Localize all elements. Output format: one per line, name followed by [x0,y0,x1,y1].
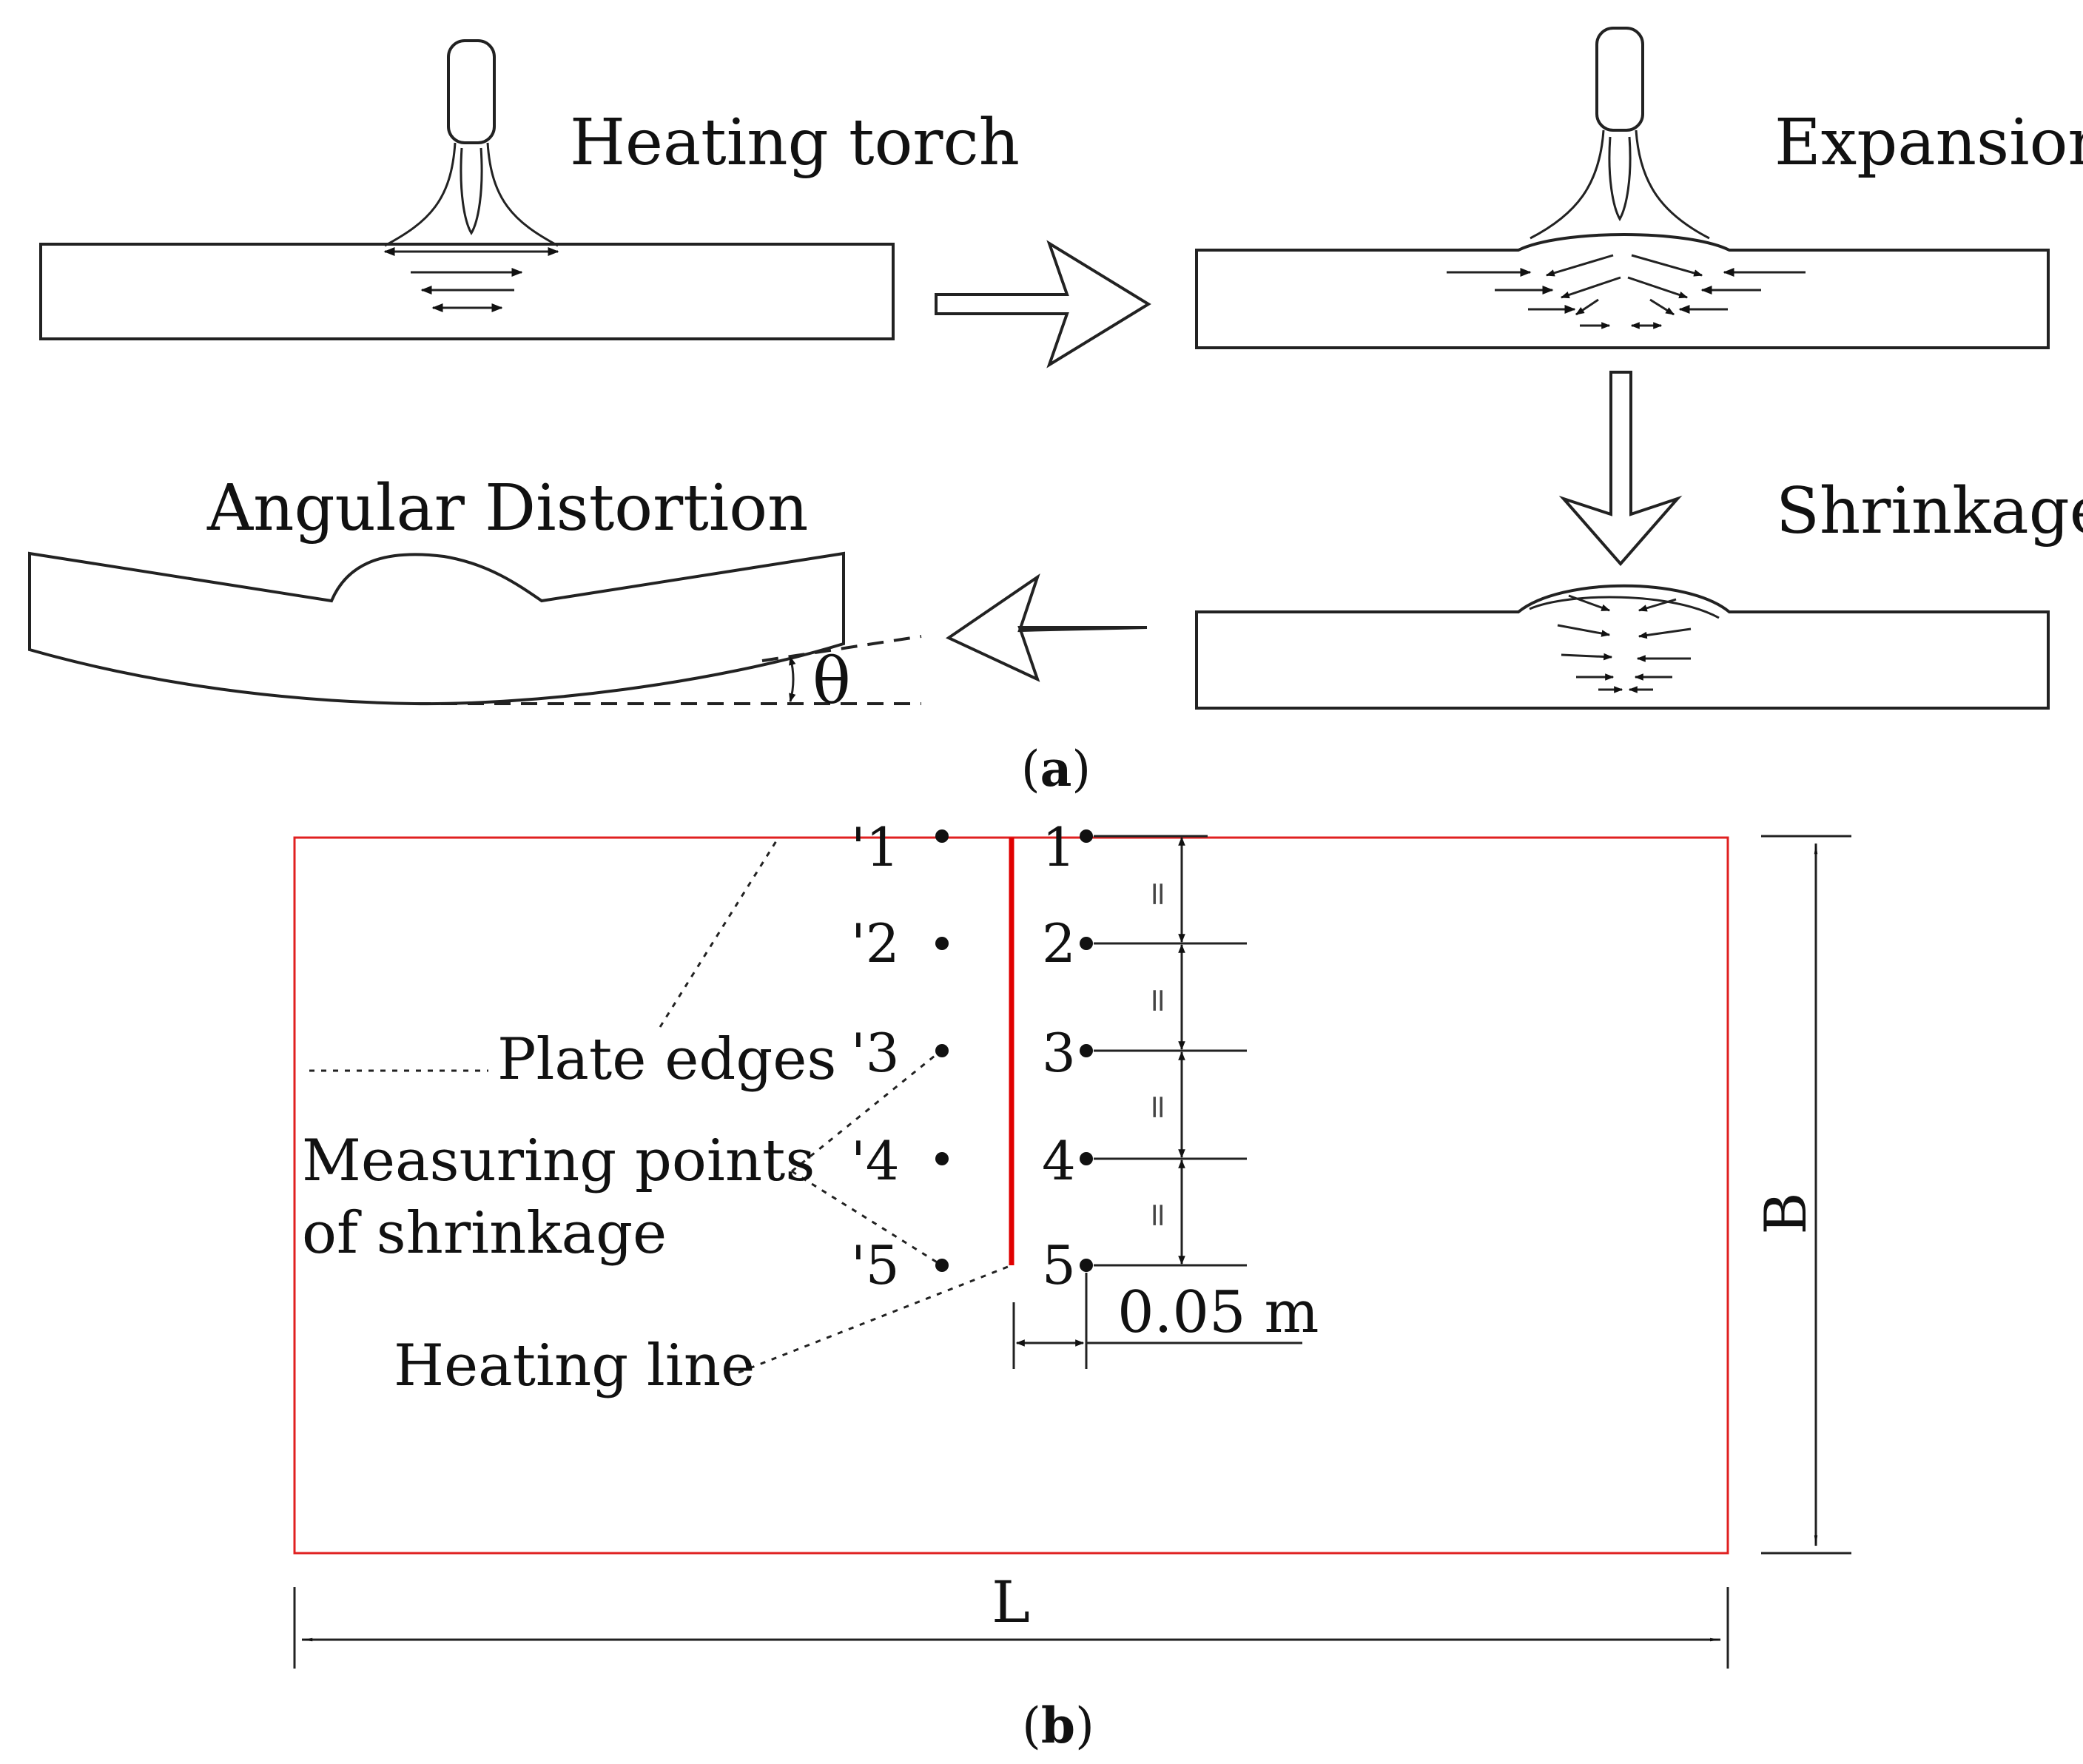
point-label-2-prime: '2 [851,912,900,974]
stage-angular-distortion: θ Angular Distortion [28,471,922,718]
angle-arc [789,656,796,703]
point-3-prime [935,1044,949,1057]
point-5 [1080,1259,1093,1272]
label-angular-distortion: Angular Distortion [206,471,808,545]
angle-theta: θ [812,644,851,718]
equal-mark-3: = [1140,1094,1177,1121]
dimension-b: B [1753,835,1851,1555]
callouts: Plate edges Measuring points of shrinkag… [302,837,1009,1399]
caption-b: (b) [1022,1697,1094,1754]
flow-arrow-left [945,573,1148,682]
point-4-prime [935,1152,949,1165]
torch-flame-2 [1530,129,1710,240]
expansion-arrows [1447,254,1806,329]
point-label-1: 1 [1042,816,1076,878]
panel-a: Heating torch [28,27,2083,798]
plate-heating [39,243,895,340]
point-label-5-prime: '5 [851,1234,900,1296]
label-plate-edges: Plate edges [497,1026,836,1093]
dimension-l: L [293,1569,1729,1669]
plate-expansion [1195,233,2050,349]
offset-dimension-label: 0.05 m [1117,1279,1319,1346]
point-3 [1080,1044,1093,1057]
label-heating-torch: Heating torch [570,106,1020,180]
point-2 [1080,937,1093,950]
torch-body-2 [1595,27,1644,132]
point-label-5: 5 [1042,1234,1076,1296]
plate-shrinkage [1195,584,2050,710]
spacing-dimension: = = = = [1094,835,1247,1267]
label-expansion: Expansion [1774,106,2083,180]
label-heating-line: Heating line [394,1333,755,1399]
equal-mark-4: = [1140,1202,1177,1229]
torch-body [447,39,496,144]
dimension-b-label: B [1753,1192,1820,1234]
caption-a: (a) [1021,740,1091,798]
point-label-2: 2 [1042,912,1076,974]
dimension-l-label: L [992,1569,1030,1636]
stage-heating: Heating torch [39,39,1020,340]
flow-arrow-right [935,240,1151,368]
point-label-1-prime: '1 [851,816,900,878]
equal-mark-2: = [1140,987,1177,1014]
point-5-prime [935,1259,949,1272]
reference-line-inclined [761,635,922,662]
point-label-3-prime: '3 [851,1022,900,1084]
label-shrinkage: Shrinkage [1776,474,2083,548]
point-1 [1080,829,1093,843]
stage-expansion: Expansion [1195,27,2083,349]
point-1-prime [935,829,949,843]
shrinkage-arc [1529,596,1720,619]
label-measuring-points-2: of shrinkage [302,1200,667,1267]
point-label-4: 4 [1042,1130,1076,1192]
torch-flame [384,142,559,247]
equal-mark-1: = [1140,881,1177,908]
plate-distorted [28,551,845,706]
label-measuring-points-1: Measuring points [302,1128,815,1194]
panel-b: 1 2 3 4 5 '1 '2 '3 '4 '5 [293,816,1851,1754]
offset-dimension: 0.05 m [1012,1273,1319,1369]
heat-flow-arrows [383,247,559,312]
point-2-prime [935,937,949,950]
points-left: '1 '2 '3 '4 '5 [851,816,949,1296]
point-label-3: 3 [1042,1022,1076,1084]
point-label-4-prime: '4 [851,1130,900,1192]
stage-shrinkage: Shrinkage [1195,474,2083,710]
point-4 [1080,1152,1093,1165]
shrinkage-arrows [1557,594,1692,693]
flow-arrow-down [1558,371,1683,567]
points-right: 1 2 3 4 5 [1042,816,1093,1296]
